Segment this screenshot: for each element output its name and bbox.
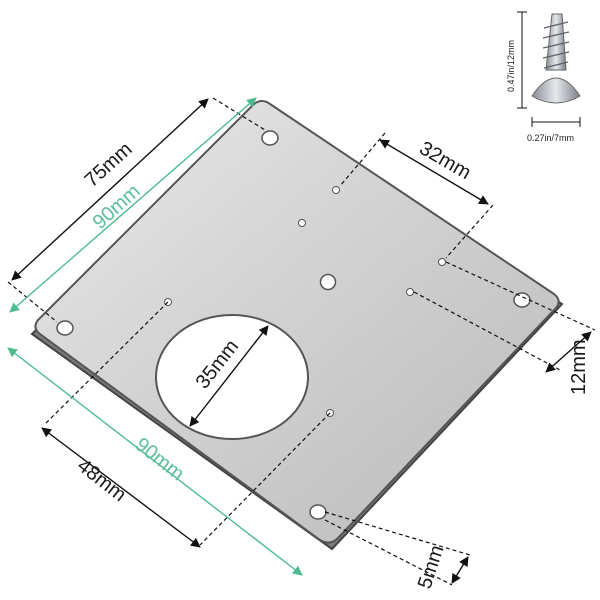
- dimension-label-5: 5mm: [414, 542, 449, 591]
- small-hole: [438, 258, 446, 266]
- dimension-arrows-green: [7, 97, 303, 576]
- dimension-label-90-left: 90mm: [131, 434, 188, 486]
- screw-length-label: 0.47in/12mm: [506, 40, 516, 92]
- screw-threads: [542, 21, 570, 69]
- screw-head: [531, 77, 581, 104]
- small-hole: [298, 219, 306, 227]
- small-hole: [332, 186, 340, 194]
- corner-hole-bottom: [309, 504, 327, 520]
- dimension-label-12: 12mm: [568, 339, 590, 395]
- corner-hole-top: [261, 130, 279, 146]
- screw-body: [545, 13, 567, 71]
- dimension-label-48: 48mm: [73, 455, 130, 507]
- small-hole: [319, 273, 337, 291]
- screw-width-label: 0.27in/7mm: [527, 133, 574, 143]
- large-hole: [155, 314, 309, 440]
- corner-hole-right: [513, 292, 531, 308]
- screw-illustration: 0.47in/12mm 0.27in/7mm: [506, 11, 581, 143]
- corner-hole-left: [56, 320, 74, 336]
- dimension-label-32: 32mm: [416, 137, 475, 184]
- small-hole: [406, 288, 414, 296]
